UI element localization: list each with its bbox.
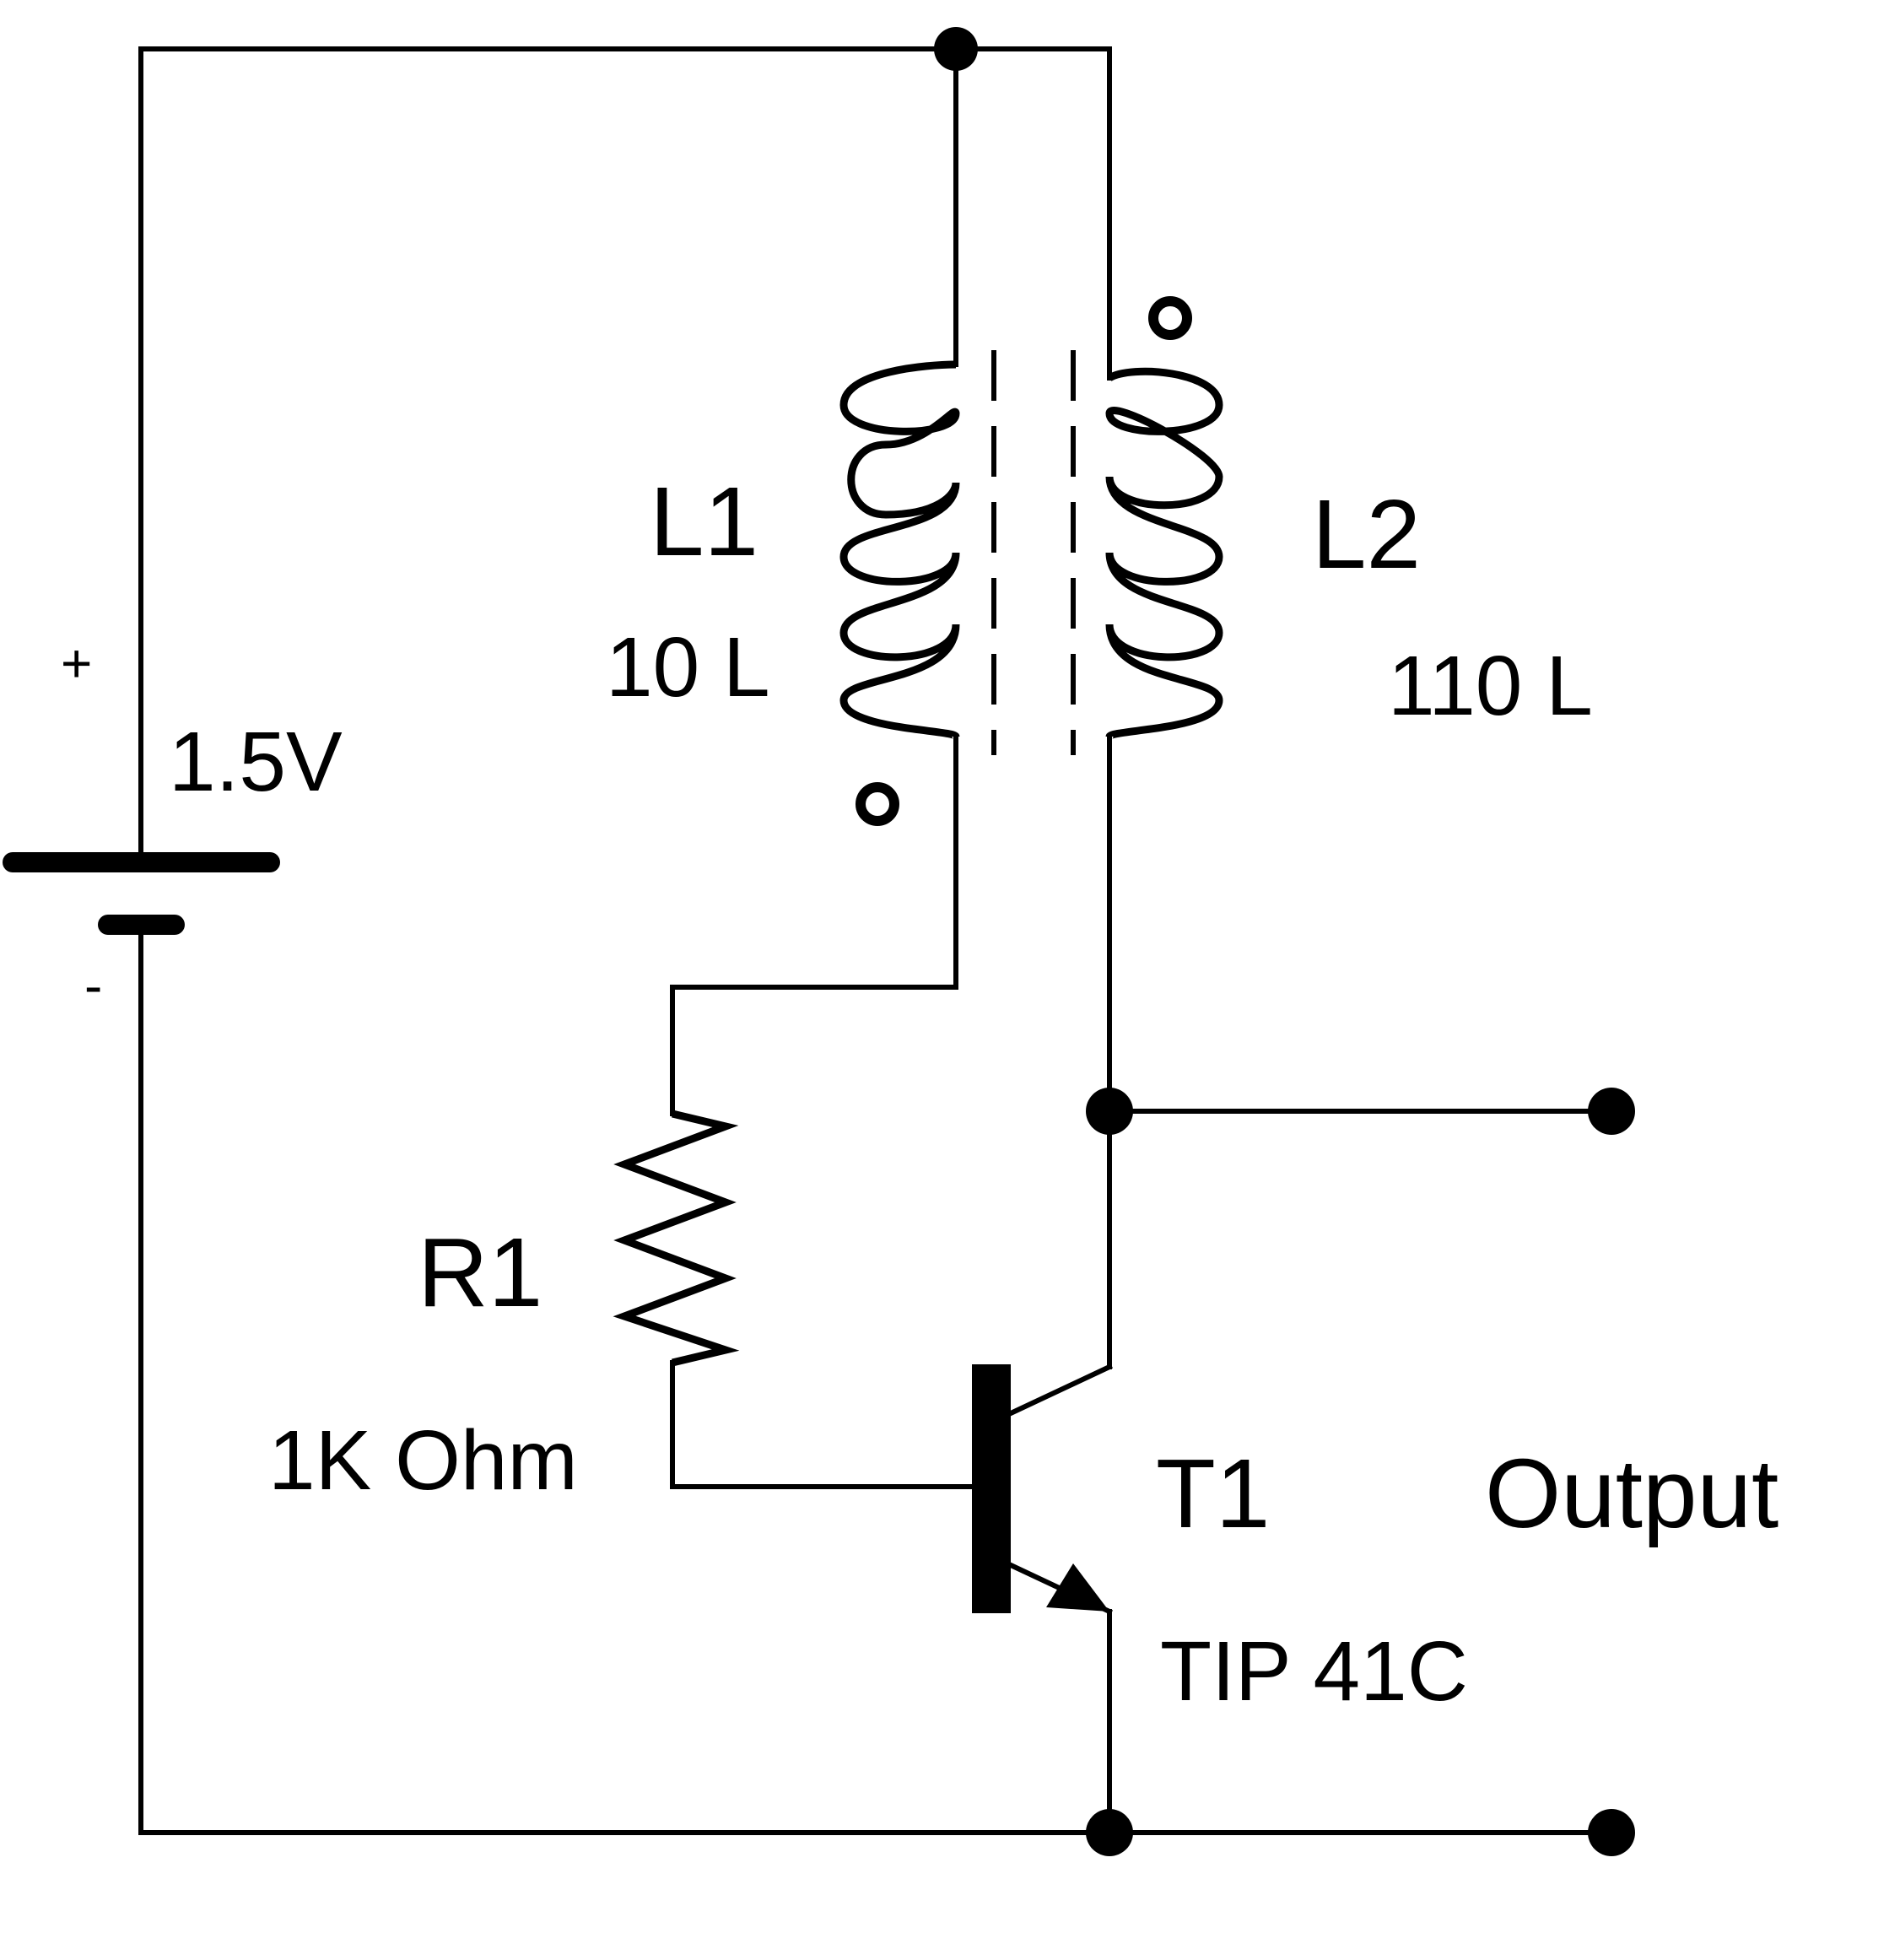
inductor-l1-coil: [839, 360, 960, 741]
wire-battery-top: [138, 46, 1112, 855]
inductor-l2-coil: [1105, 367, 1223, 741]
inductor-l2: [1105, 296, 1223, 741]
junctions: [934, 27, 1635, 1856]
transistor-t1: [972, 1363, 1113, 1615]
junction-dot: [1086, 1088, 1133, 1135]
t1-part-label: TIP 41C: [1160, 1624, 1468, 1719]
transistor-emitter-arrow: [1046, 1563, 1109, 1612]
inductor-l2-dot: [1148, 296, 1192, 340]
battery-minus-label: -: [84, 955, 102, 1016]
transistor-base-bar: [972, 1364, 1011, 1613]
junction-dot: [934, 27, 978, 71]
l2-name-label: L2: [1312, 479, 1421, 589]
r1-value-label: 1K Ohm: [268, 1413, 578, 1508]
output-label: Output: [1485, 1439, 1779, 1548]
output-terminal-bottom: [1588, 1809, 1635, 1856]
l2-turns-label: 110 L: [1388, 639, 1593, 733]
inductor-l1-dot: [856, 782, 899, 826]
transformer-core: [991, 350, 1076, 755]
resistor-r1: [613, 1110, 740, 1367]
r1-name-label: R1: [418, 1218, 542, 1327]
battery-plus-label: +: [61, 633, 92, 694]
wires: [138, 46, 1614, 1835]
output-terminal-top: [1588, 1088, 1635, 1135]
wire-r1-to-base: [670, 1360, 977, 1489]
l1-name-label: L1: [650, 467, 758, 576]
battery: [3, 852, 280, 935]
labels: + - 1.5V L1 10 L L2 110 L R1 1K Ohm T1 T…: [61, 467, 1779, 1719]
t1-name-label: T1: [1156, 1439, 1270, 1548]
l1-turns-label: 10 L: [606, 620, 770, 715]
inductor-l1: [839, 360, 960, 826]
battery-voltage-label: 1.5V: [169, 715, 343, 809]
wire-l1-to-r1: [670, 734, 958, 1116]
junction-dot: [1086, 1809, 1133, 1856]
transistor-collector-lead: [1007, 1363, 1113, 1417]
